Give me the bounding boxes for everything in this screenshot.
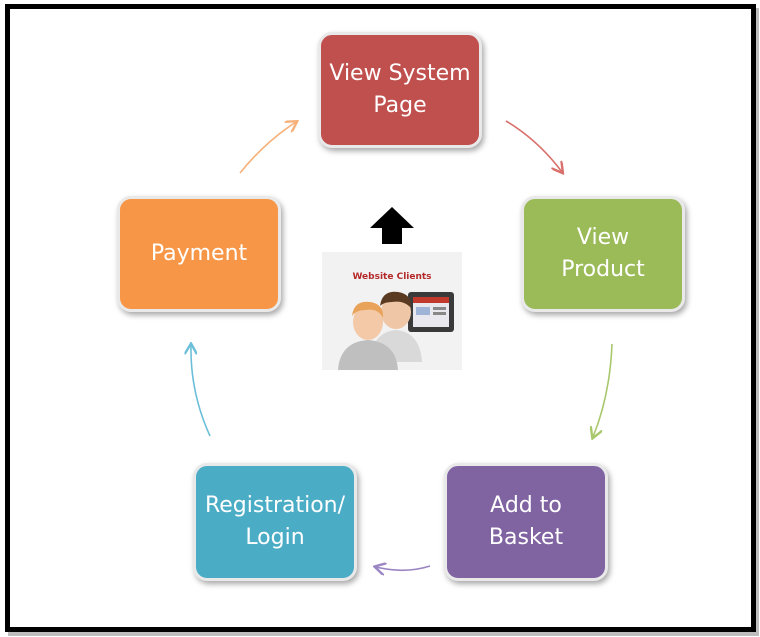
step-view-product: View Product [521,196,685,312]
step-label: View Product [561,225,645,282]
step-label: Add to Basket [488,493,564,550]
arrow-registration-to-payment [191,345,211,437]
arrow-basket-to-registration [376,566,431,570]
step-view-system-page: View System Page [318,32,482,148]
step-registration-login: Registration/ Login [193,463,357,581]
clients-icon [338,291,454,370]
arrow-payment-to-system [239,122,296,174]
arrow-system-to-product [505,120,562,172]
step-add-to-basket: Add to Basket [444,463,608,581]
step-label: Registration/ Login [204,493,346,550]
arrow-product-to-basket [593,343,613,437]
up-arrow-icon [370,207,414,244]
step-payment: Payment [117,196,281,312]
clients-title: Website Clients [352,272,432,282]
step-label: Payment [150,241,248,266]
website-clients-image: Website Clients [322,252,462,370]
step-label: View System Page [329,61,471,118]
